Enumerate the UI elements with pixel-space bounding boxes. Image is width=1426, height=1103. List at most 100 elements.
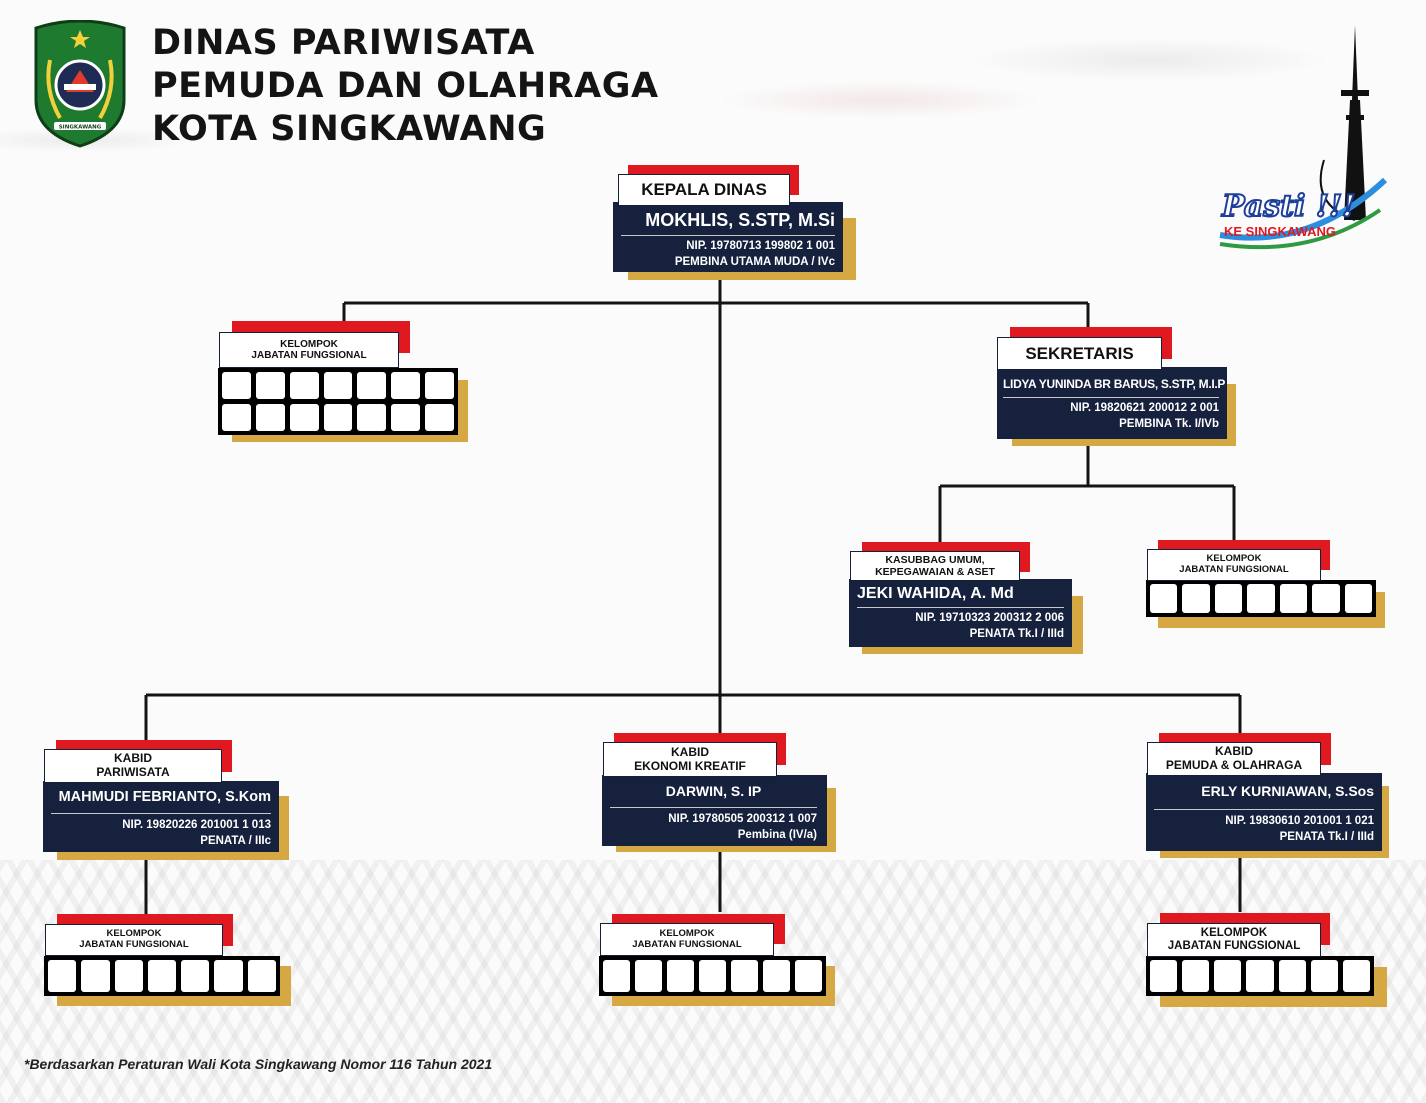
kabid-ekraf-nip: NIP. 19780505 200312 1 007 bbox=[668, 813, 817, 825]
position-slot bbox=[1312, 584, 1340, 613]
emblem-motto: SINGKAWANG bbox=[59, 125, 102, 131]
title-line: KABID bbox=[671, 744, 709, 759]
position-slot bbox=[1344, 584, 1372, 613]
regulation-footnote: *Berdasarkan Peraturan Wali Kota Singkaw… bbox=[24, 1056, 493, 1072]
pasti-ke-singkawang-logo: Pasti !!! KE SINGKAWANG bbox=[1219, 25, 1388, 250]
title-line: KEPEGAWAIAN & ASET bbox=[875, 566, 995, 578]
kabid-ekraf-name: DARWIN, S. IP bbox=[665, 783, 762, 799]
position-slot bbox=[255, 372, 285, 399]
sekretaris-title-text: SEKRETARIS bbox=[1025, 343, 1134, 363]
page-title: DINAS PARIWISATA PEMUDA DAN OLAHRAGA KOT… bbox=[152, 22, 659, 151]
position-slot bbox=[1182, 584, 1210, 613]
kabid-pemuda-title: KABID PEMUDA & OLAHRAGA bbox=[1147, 742, 1321, 776]
position-slot bbox=[763, 960, 790, 992]
kasubbag-name: JEKI WAHIDA, A. Md bbox=[857, 585, 1014, 602]
position-slot bbox=[289, 404, 319, 431]
kabid-ekraf-rank: Pembina (IV/a) bbox=[737, 829, 817, 841]
position-slot bbox=[635, 960, 662, 992]
kelompok-pemuda-title: KELOMPOK JABATAN FUNGSIONAL bbox=[1147, 923, 1321, 957]
divider bbox=[610, 807, 817, 808]
position-slot bbox=[603, 960, 630, 992]
title-line-2: PEMUDA DAN OLAHRAGA bbox=[152, 66, 659, 106]
kepala-dinas-title: KEPALA DINAS bbox=[618, 174, 790, 206]
title-line: JABATAN FUNGSIONAL bbox=[251, 350, 367, 361]
kepala-dinas-title-text: KEPALA DINAS bbox=[641, 180, 767, 200]
position-slot bbox=[323, 372, 353, 399]
position-slot bbox=[323, 404, 353, 431]
position-slot bbox=[425, 404, 454, 431]
title-line: PEMUDA & OLAHRAGA bbox=[1165, 758, 1303, 772]
divider bbox=[1154, 809, 1374, 810]
kelompok-par-grid bbox=[44, 956, 280, 996]
position-slot bbox=[795, 960, 822, 992]
title-line: JABATAN FUNGSIONAL bbox=[1167, 940, 1301, 952]
position-slot bbox=[181, 960, 210, 992]
title-line: EKONOMI KREATIF bbox=[634, 758, 746, 773]
kepala-dinas-rank: PEMBINA UTAMA MUDA / IVc bbox=[674, 256, 835, 268]
kabid-pemuda-name: ERLY KURNIAWAN, S.Sos bbox=[1201, 783, 1374, 799]
position-slot bbox=[1214, 960, 1242, 992]
kabid-pariwisata-nip: NIP. 19820226 201001 1 013 bbox=[122, 819, 271, 831]
title-line-3: KOTA SINGKAWANG bbox=[152, 109, 547, 149]
kelompok-par-title: KELOMPOK JABATAN FUNGSIONAL bbox=[45, 924, 223, 956]
kelompok-ekraf-title: KELOMPOK JABATAN FUNGSIONAL bbox=[600, 923, 774, 956]
sekretaris-nip: NIP. 19820621 200012 2 001 bbox=[1070, 402, 1219, 414]
position-slot bbox=[1150, 584, 1178, 613]
position-slot bbox=[147, 960, 177, 992]
position-slot bbox=[214, 960, 243, 992]
position-slot bbox=[731, 960, 758, 992]
kabid-ekraf-title: KABID EKONOMI KREATIF bbox=[603, 742, 777, 777]
kabid-pariwisata-info: MAHMUDI FEBRIANTO, S.Kom NIP. 19820226 2… bbox=[43, 781, 279, 852]
divider bbox=[51, 813, 271, 814]
kepala-dinas-info: MOKHLIS, S.STP, M.Si NIP. 19780713 19980… bbox=[613, 202, 843, 272]
kabid-pemuda-nip: NIP. 19830610 201001 1 021 bbox=[1225, 815, 1374, 827]
position-slot bbox=[699, 960, 726, 992]
sekretaris-title: SEKRETARIS bbox=[997, 337, 1162, 370]
title-line: JABATAN FUNGSIONAL bbox=[632, 938, 742, 950]
position-slot bbox=[1279, 584, 1308, 613]
position-slot bbox=[667, 960, 694, 992]
position-slot bbox=[1150, 960, 1178, 992]
position-slot bbox=[357, 372, 387, 399]
title-line: KELOMPOK bbox=[1200, 926, 1268, 939]
brand-sub-text: KE SINGKAWANG bbox=[1224, 224, 1336, 239]
position-slot bbox=[357, 404, 387, 431]
title-line: JABATAN FUNGSIONAL bbox=[79, 939, 189, 950]
title-line: KELOMPOK bbox=[659, 927, 715, 939]
kelompok-top-title: KELOMPOK JABATAN FUNGSIONAL bbox=[219, 332, 399, 368]
kasubbag-rank: PENATA Tk.I / IIId bbox=[969, 628, 1064, 640]
title-line: PARIWISATA bbox=[96, 765, 170, 779]
divider bbox=[857, 607, 1064, 608]
brand-main-text: Pasti !!! bbox=[1221, 189, 1355, 224]
position-slot bbox=[222, 372, 251, 399]
kabid-pariwisata-name: MAHMUDI FEBRIANTO, S.Kom bbox=[58, 789, 271, 805]
title-line: KELOMPOK bbox=[280, 338, 338, 350]
position-slot bbox=[114, 960, 143, 992]
kasubbag-info: JEKI WAHIDA, A. Md NIP. 19710323 200312 … bbox=[849, 579, 1072, 647]
kelompok-sek-title: KELOMPOK JABATAN FUNGSIONAL bbox=[1147, 549, 1321, 581]
position-slot bbox=[222, 404, 251, 431]
divider bbox=[621, 235, 835, 236]
title-line: KELOMPOK bbox=[106, 928, 162, 940]
title-line-1: DINAS PARIWISATA bbox=[152, 23, 535, 63]
kelompok-ekraf-grid bbox=[599, 956, 826, 996]
kepala-dinas-nip: NIP. 19780713 199802 1 001 bbox=[686, 240, 835, 252]
position-slot bbox=[1182, 960, 1210, 992]
kelompok-sek-grid bbox=[1146, 580, 1376, 617]
position-slot bbox=[391, 372, 421, 399]
position-slot bbox=[425, 372, 454, 399]
position-slot bbox=[1246, 960, 1274, 992]
position-slot bbox=[1310, 960, 1338, 992]
position-slot bbox=[1247, 584, 1275, 613]
kepala-dinas-name: MOKHLIS, S.STP, M.Si bbox=[645, 210, 835, 230]
position-slot bbox=[1278, 960, 1306, 992]
kabid-pariwisata-title: KABID PARIWISATA bbox=[44, 749, 222, 783]
position-slot bbox=[247, 960, 276, 992]
title-line: KELOMPOK bbox=[1206, 553, 1262, 565]
kabid-pemuda-rank: PENATA Tk.I / IIId bbox=[1279, 831, 1374, 843]
position-slot bbox=[81, 960, 110, 992]
position-slot bbox=[391, 404, 421, 431]
kasubbag-nip: NIP. 19710323 200312 2 006 bbox=[915, 612, 1064, 624]
kabid-ekraf-info: DARWIN, S. IP NIP. 19780505 200312 1 007… bbox=[602, 775, 827, 846]
